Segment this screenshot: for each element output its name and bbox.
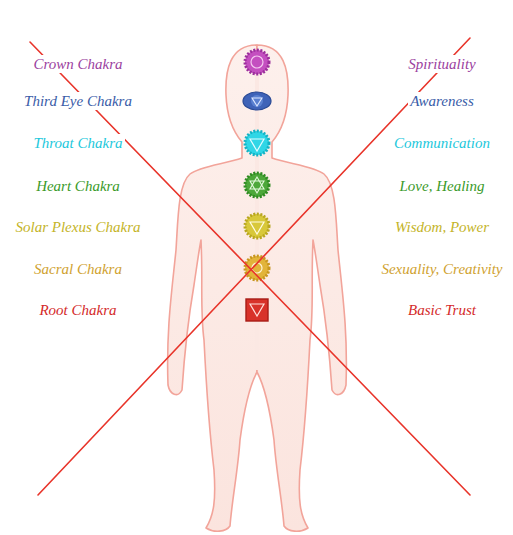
root-chakra-symbol (246, 299, 268, 321)
chakra-name: Root Chakra (37, 301, 118, 319)
chakra-name: Heart Chakra (34, 177, 122, 195)
chakra-name: Solar Plexus Chakra (14, 218, 143, 236)
chakra-meaning: Sexuality, Creativity (379, 260, 504, 278)
chakra-meaning: Awareness (408, 92, 476, 110)
solar-plexus-chakra-symbol (245, 214, 269, 238)
body-outline (168, 45, 347, 531)
chakra-meaning: Basic Trust (406, 301, 478, 319)
heart-chakra-symbol (245, 173, 269, 197)
chakra-meaning: Spirituality (406, 55, 478, 73)
chakra-meaning: Love, Healing (398, 177, 487, 195)
chakra-name: Throat Chakra (31, 134, 124, 152)
chakra-meaning: Communication (392, 134, 492, 152)
third-eye-chakra-symbol (243, 92, 271, 110)
chakra-symbols (243, 50, 271, 321)
chakra-name: Sacral Chakra (32, 260, 124, 278)
throat-chakra-symbol (245, 131, 269, 155)
crown-chakra-symbol (245, 50, 269, 74)
chakra-name: Crown Chakra (31, 55, 124, 73)
chakra-meaning: Wisdom, Power (393, 218, 491, 236)
chakra-name: Third Eye Chakra (22, 92, 134, 110)
